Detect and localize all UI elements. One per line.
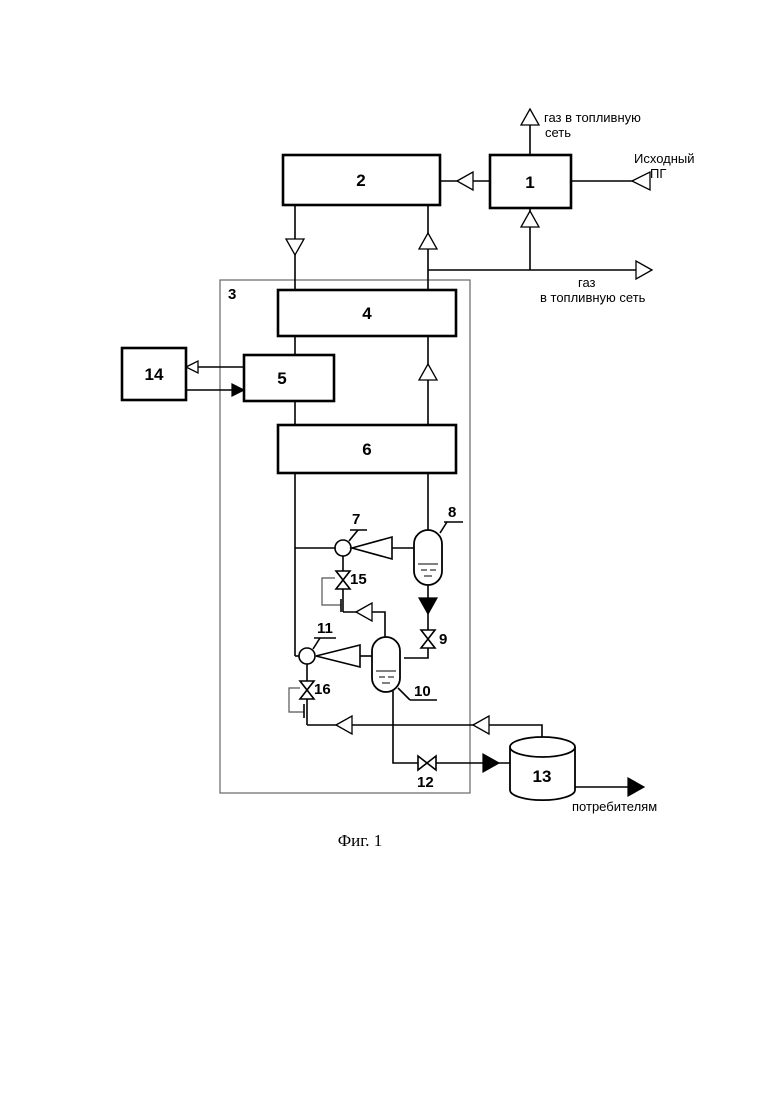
valve-15: [336, 571, 350, 589]
valve-12: [418, 756, 436, 770]
separator-10-leader: [398, 688, 410, 700]
label-gas-top-2: сеть: [545, 125, 571, 140]
svg-text:1: 1: [525, 173, 534, 192]
label-gas-right-2: в топливную сеть: [540, 290, 646, 305]
block-4: 4: [278, 290, 456, 336]
label-source-2: ПГ: [650, 166, 666, 181]
svg-text:14: 14: [145, 365, 164, 384]
arrow-return-lower: [336, 716, 352, 734]
valve-9: [421, 630, 435, 648]
actuator-16: [289, 688, 304, 712]
ejector-11-nozzle: [316, 645, 360, 667]
arrow-up-right-top: [419, 233, 437, 249]
arrow-fuel-top: [521, 109, 539, 125]
actuator-15: [322, 578, 341, 605]
block-6: 6: [278, 425, 456, 473]
separator-10: [372, 637, 400, 692]
arrow-fuel-right: [636, 261, 652, 279]
ejector-7-leader: [349, 530, 358, 541]
arrow-return-upper: [473, 716, 489, 734]
ejector-11-leader: [313, 638, 320, 649]
arrow-into-2: [457, 172, 473, 190]
arrow-up-into-1: [521, 211, 539, 227]
arrow-8-down: [419, 598, 437, 614]
label-gas-top-1: газ в топливную: [544, 110, 641, 125]
arrow-into-5: [232, 384, 244, 396]
separator-8: [414, 530, 442, 585]
label-15: 15: [350, 571, 367, 588]
label-16: 16: [314, 681, 331, 698]
label-12: 12: [417, 774, 434, 791]
arrow-source: [632, 172, 650, 190]
block-14: 14: [122, 348, 186, 400]
svg-text:2: 2: [356, 171, 365, 190]
svg-text:4: 4: [362, 304, 372, 323]
ejector-11-chamber: [299, 648, 315, 664]
label-source-1: Исходный: [634, 151, 695, 166]
label-consumers: потребителям: [572, 799, 657, 814]
label-gas-right-1: газ: [578, 275, 596, 290]
label-7: 7: [352, 511, 360, 528]
arrow-down-left: [286, 239, 304, 255]
line-10-to-13: [393, 690, 510, 763]
label-8: 8: [448, 504, 456, 521]
arrow-line-15: [356, 603, 372, 621]
block-2: 2: [283, 155, 440, 205]
valve-16: [300, 681, 314, 699]
ejector-7-nozzle: [352, 537, 392, 559]
arrow-into-14: [186, 361, 198, 373]
line-9-to-10: [404, 648, 428, 658]
block-5: 5: [244, 355, 334, 401]
figure-caption: Фиг. 1: [338, 831, 383, 850]
svg-text:6: 6: [362, 440, 371, 459]
tank-13: 13: [510, 737, 575, 800]
arrow-up-right-mid: [419, 364, 437, 380]
unit-3-label: 3: [228, 286, 236, 303]
label-10: 10: [414, 683, 431, 700]
arrow-into-13: [483, 754, 499, 772]
separator-8-leader: [440, 522, 447, 533]
ejector-7-chamber: [335, 540, 351, 556]
svg-text:13: 13: [533, 767, 552, 786]
label-9: 9: [439, 631, 447, 648]
block-1: 1: [490, 155, 571, 208]
arrow-consumers: [628, 778, 644, 796]
svg-text:5: 5: [277, 369, 286, 388]
label-11: 11: [317, 620, 333, 637]
